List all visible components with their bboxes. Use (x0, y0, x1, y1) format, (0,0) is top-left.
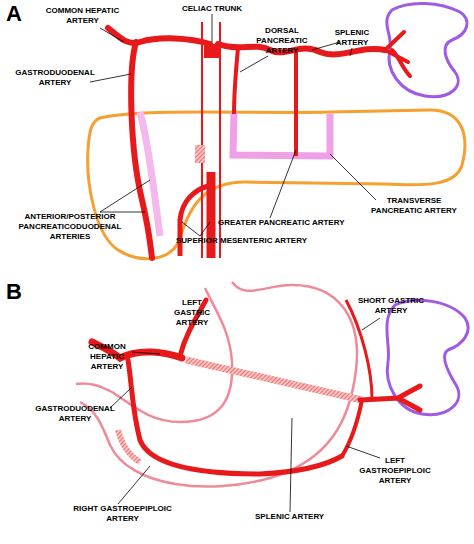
leader-lines-a (90, 14, 376, 236)
panel-letter: A (6, 2, 22, 26)
artery-label: GASTRODUODENAL ARTERY (30, 404, 120, 424)
gastroepiploic-arcade (128, 360, 342, 474)
aorta-wall (201, 22, 203, 258)
artery-label: TRANSVERSE PANCREATIC ARTERY (362, 196, 466, 216)
spleen-outline (387, 3, 467, 96)
short-gastric-artery (346, 300, 372, 399)
artery-label: SPLENIC ARTERY (255, 512, 324, 522)
artery-label: LEFT GASTRIC ARTERY (168, 298, 216, 328)
greater-pancreatic-artery (294, 50, 298, 156)
leader-line (330, 154, 376, 200)
leader-line (118, 466, 150, 504)
leader-line (362, 318, 380, 330)
artery-label: SUPERIOR MESENTERIC ARTERY (176, 236, 307, 246)
leader-line (240, 56, 268, 72)
dorsal-pancreatic-artery (234, 48, 238, 114)
leader-line (90, 74, 131, 82)
leader-line (270, 150, 296, 218)
artery-label: SHORT GASTRIC ARTERY (348, 296, 434, 316)
left-gastroepiploic-artery (342, 400, 362, 456)
artery-label: GASTRODUODENAL ARTERY (10, 68, 100, 88)
artery-label: CELIAC TRUNK (182, 4, 242, 14)
artery-label: COMMON HEPATIC ARTERY (35, 6, 130, 26)
stomach-lesser-curvature (76, 288, 232, 422)
artery-label: ANTERIOR/POSTERIOR PANCREATICODUODENAL A… (11, 212, 129, 242)
leader-line (132, 352, 160, 354)
transverse-pancreatic-artery (233, 112, 330, 156)
panel-letter: B (6, 280, 22, 304)
splenic-branches (385, 32, 410, 76)
superior-mesenteric-artery (207, 172, 216, 258)
artery-label: DORSAL PANCREATIC ARTERY (250, 26, 314, 56)
leader-lines-b (110, 312, 380, 512)
hidden-splenic-artery (186, 360, 362, 400)
artery-label: RIGHT GASTROEPIPLOIC ARTERY (60, 504, 185, 524)
artery-label: COMMON HEPATIC ARTERY (82, 342, 132, 372)
leader-line (200, 222, 210, 236)
leader-line (350, 48, 352, 56)
leader-line (100, 28, 124, 42)
leader-line (100, 180, 150, 212)
pancreas-outline (88, 110, 465, 259)
leader-line (346, 446, 380, 458)
artery-label: SPLENIC ARTERY (328, 28, 376, 48)
artery-label: LEFT GASTROEPIPLOIC ARTERY (350, 456, 440, 486)
artery-label: GREATER PANCREATIC ARTERY (218, 218, 345, 228)
gastroduodenal-artery (131, 42, 152, 258)
leader-line (182, 222, 200, 236)
sma-branch (180, 186, 208, 256)
hidden-vessel (195, 145, 205, 163)
leader-line (290, 418, 292, 512)
leader-line (212, 14, 213, 42)
splenic-artery (360, 386, 420, 410)
